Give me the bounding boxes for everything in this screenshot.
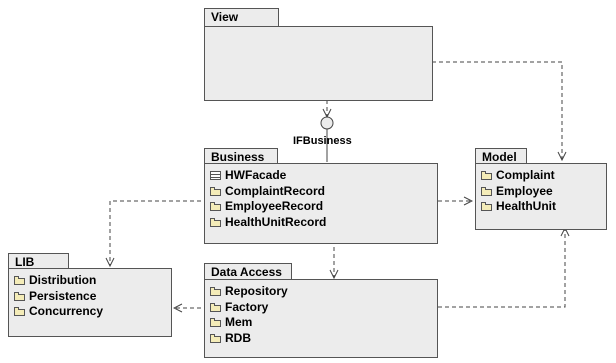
package-view-name: View <box>211 10 239 24</box>
item-label: Employee <box>496 183 553 198</box>
folder-icon <box>210 218 222 228</box>
list-item[interactable]: HealthUnitRecord <box>210 215 437 231</box>
folder-icon <box>481 202 493 212</box>
item-label: Persistence <box>29 288 97 303</box>
item-label: HWFacade <box>225 168 287 182</box>
item-label: Mem <box>225 315 253 330</box>
list-item[interactable]: Complaint <box>481 168 606 184</box>
list-item[interactable]: HWFacade <box>210 168 437 184</box>
folder-icon <box>14 307 26 317</box>
package-data-access-tab: Data Access <box>204 263 292 280</box>
item-label: Distribution <box>29 273 97 287</box>
item-label: ComplaintRecord <box>225 183 326 198</box>
folder-icon <box>210 186 222 196</box>
package-lib-body[interactable]: Distribution Persistence Concurrency <box>8 268 172 337</box>
folder-icon <box>481 171 493 181</box>
list-item[interactable]: Persistence <box>14 289 171 305</box>
list-item[interactable]: RDB <box>210 331 437 347</box>
package-business-name: Business <box>211 150 265 164</box>
class-icon <box>210 171 221 181</box>
item-label: HealthUnit <box>496 199 556 214</box>
edge-view-to-model <box>432 61 562 160</box>
item-label: HealthUnitRecord <box>225 214 327 229</box>
edge-business-to-lib <box>110 200 201 266</box>
package-business-tab: Business <box>204 148 278 164</box>
folder-icon <box>210 202 222 212</box>
item-label: RDB <box>225 330 251 345</box>
ifbusiness-label: IFBusiness <box>293 135 352 147</box>
folder-icon <box>210 334 222 344</box>
package-data-access-name: Data Access <box>211 265 282 279</box>
list-item[interactable]: Concurrency <box>14 304 171 320</box>
package-model-body[interactable]: Complaint Employee HealthUnit <box>475 163 607 230</box>
package-lib-tab: LIB <box>8 253 69 269</box>
list-item[interactable]: Mem <box>210 315 437 331</box>
list-item[interactable]: ComplaintRecord <box>210 184 437 200</box>
list-item[interactable]: Factory <box>210 300 437 316</box>
ifbusiness-interface-icon <box>320 116 334 130</box>
folder-icon <box>210 287 222 297</box>
list-item[interactable]: Distribution <box>14 273 171 289</box>
edge-dataaccess-to-model <box>438 228 565 308</box>
folder-icon <box>14 276 26 286</box>
list-item[interactable]: Repository <box>210 284 437 300</box>
item-label: Complaint <box>496 168 555 182</box>
package-lib-name: LIB <box>15 255 35 269</box>
package-data-access-body[interactable]: Repository Factory Mem RDB <box>204 279 438 358</box>
folder-icon <box>14 291 26 301</box>
list-item[interactable]: Employee <box>481 184 606 200</box>
list-item[interactable]: HealthUnit <box>481 199 606 215</box>
item-label: EmployeeRecord <box>225 199 324 214</box>
folder-icon <box>210 302 222 312</box>
package-model-tab: Model <box>475 148 527 164</box>
package-model-name: Model <box>482 150 517 164</box>
list-item[interactable]: EmployeeRecord <box>210 199 437 215</box>
folder-icon <box>210 318 222 328</box>
item-label: Repository <box>225 284 288 298</box>
folder-icon <box>481 186 493 196</box>
item-label: Concurrency <box>29 304 104 319</box>
package-business-body[interactable]: HWFacade ComplaintRecord EmployeeRecord … <box>204 163 438 244</box>
package-view-body[interactable] <box>204 26 433 101</box>
package-view-tab: View <box>204 8 279 27</box>
item-label: Factory <box>225 299 269 314</box>
